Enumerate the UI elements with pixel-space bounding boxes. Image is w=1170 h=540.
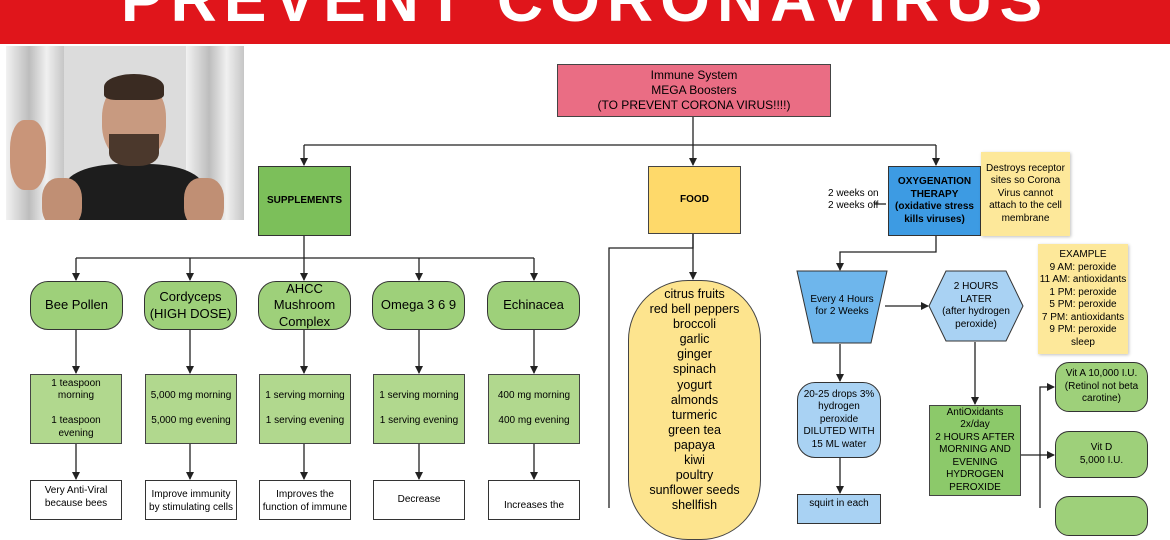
vitamin-d-node: Vit D 5,000 I.U.: [1055, 431, 1148, 478]
ahcc-node: AHCC Mushroom Complex: [258, 281, 351, 330]
presenter-hair: [104, 74, 164, 100]
food-item: sunflower seeds: [649, 483, 740, 498]
peroxide-drops-node: 20-25 drops 3% hydrogen peroxide DILUTED…: [797, 382, 881, 458]
later-shape: [928, 270, 1024, 342]
squirt-node: squirt in each: [797, 494, 881, 524]
presenter-shoulder-left: [42, 178, 82, 220]
every-4-hours-shape: [796, 270, 888, 344]
presenter-shoulder-right: [184, 178, 224, 220]
food-item: poultry: [675, 468, 714, 483]
echinacea-note: Increases the: [488, 480, 580, 520]
vitamin-next-node: [1055, 496, 1148, 536]
food-item: ginger: [677, 347, 712, 362]
connector-lines: [72, 115, 1055, 508]
food-item: garlic: [679, 332, 710, 347]
food-list: citrus fruits red bell peppers broccoli …: [628, 280, 761, 540]
bee-pollen-dose: 1 teaspoon morning 1 teaspoon evening: [30, 374, 122, 444]
food-node: FOOD: [648, 166, 741, 234]
ahcc-note: Improves the function of immune: [259, 480, 351, 520]
bee-pollen-node: Bee Pollen: [30, 281, 123, 330]
omega-node: Omega 3 6 9: [372, 281, 465, 330]
food-item: kiwi: [684, 453, 705, 468]
vitamin-a-node: Vit A 10,000 I.U. (Retinol not beta caro…: [1055, 362, 1148, 412]
root-node: Immune System MEGA Boosters (TO PREVENT …: [557, 64, 831, 117]
echinacea-node: Echinacea: [487, 281, 580, 330]
bee-pollen-note: Very Anti-Viral because bees: [30, 480, 122, 520]
cycle-label: 2 weeks on 2 weeks off: [828, 188, 879, 211]
omega-note: Decrease: [373, 480, 465, 520]
omega-dose: 1 serving morning 1 serving evening: [373, 374, 465, 444]
later-text: 2 HOURS LATER (after hydrogen peroxide): [942, 281, 1010, 330]
cordyceps-node: Cordyceps (HIGH DOSE): [144, 281, 237, 330]
cordyceps-dose: 5,000 mg morning 5,000 mg evening: [145, 374, 237, 444]
cordyceps-note: Improve immunity by stimulating cells: [145, 480, 237, 520]
food-item: almonds: [670, 392, 719, 407]
presenter-hand: [10, 120, 46, 190]
receptor-note: Destroys receptor sites so Corona Virus …: [981, 152, 1070, 236]
oxygenation-therapy-node: OXYGENATION THERAPY (oxidative stress ki…: [888, 166, 981, 236]
food-item: turmeric: [671, 407, 718, 422]
food-item: red bell peppers: [649, 302, 740, 317]
food-item: spinach: [672, 362, 717, 377]
food-item: broccoli: [672, 317, 717, 332]
example-schedule-note: EXAMPLE 9 AM: peroxide 11 AM: antioxidan…: [1038, 244, 1128, 354]
food-item: citrus fruits: [664, 287, 725, 301]
presenter-beard: [109, 134, 159, 166]
food-item: yogurt: [677, 377, 712, 392]
food-item: shellfish: [671, 498, 718, 513]
echinacea-dose: 400 mg morning 400 mg evening: [488, 374, 580, 444]
food-item: papaya: [673, 437, 715, 452]
supplements-node: SUPPLEMENTS: [258, 166, 351, 236]
presenter-video: [6, 46, 244, 220]
every-4-hours-text: Every 4 Hours for 2 Weeks: [810, 293, 874, 318]
antioxidants-node: AntiOxidants 2x/day 2 HOURS AFTER MORNIN…: [929, 405, 1021, 496]
presenter-body: [64, 164, 204, 220]
food-item: green tea: [668, 422, 721, 437]
ahcc-dose: 1 serving morning 1 serving evening: [259, 374, 351, 444]
